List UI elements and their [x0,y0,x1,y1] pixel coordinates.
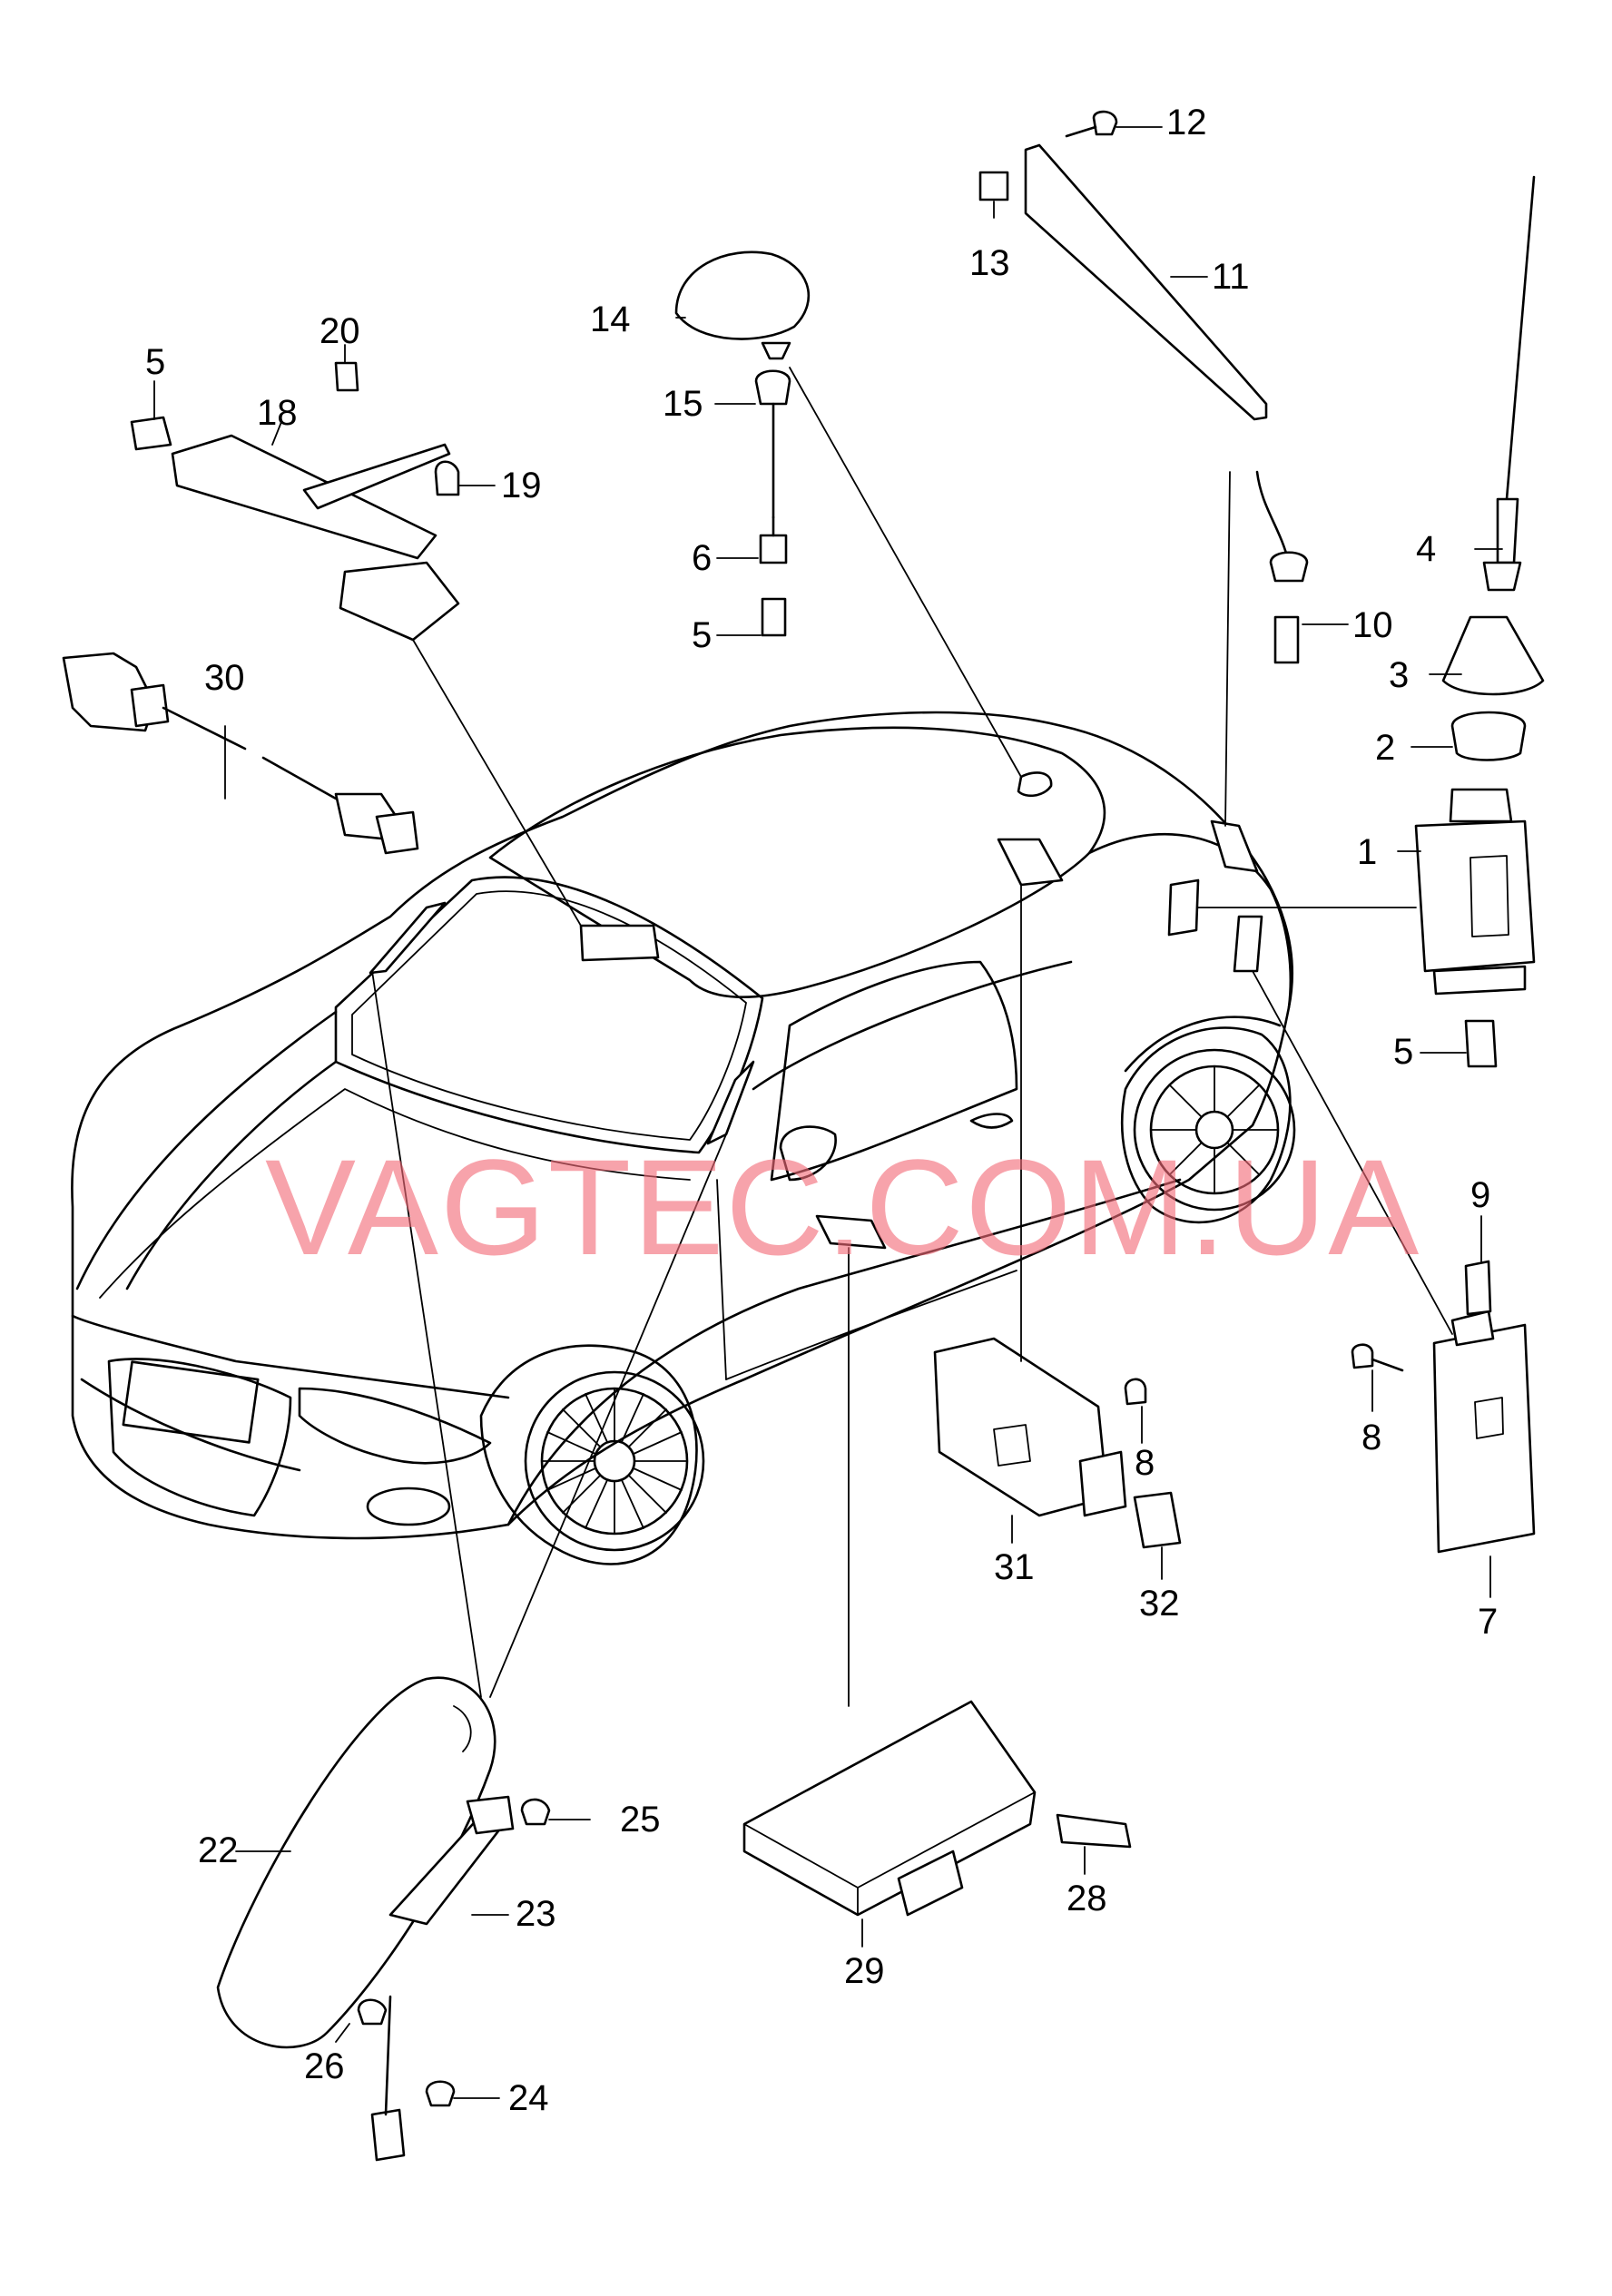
control-unit-31 [933,1337,1182,1549]
callout-labels: 1 2 3 4 5 5 5 6 7 8 8 9 10 11 12 13 14 1… [145,103,1498,2118]
callout-12: 12 [1166,103,1207,142]
callout-19: 19 [501,466,542,505]
callout-26: 26 [304,2046,345,2086]
callout-11: 11 [1212,257,1250,297]
callout-8a: 8 [1135,1443,1155,1483]
callout-24: 24 [508,2078,549,2118]
bracket-22 [216,1676,551,2162]
callout-8b: 8 [1361,1418,1381,1457]
callout-3: 3 [1389,655,1409,695]
callout-13: 13 [969,243,1010,283]
callout-4: 4 [1416,529,1436,569]
callout-5a: 5 [145,342,165,382]
callout-7: 7 [1478,1602,1498,1642]
control-unit-29 [742,1700,1132,1917]
callout-29: 29 [844,1951,885,1991]
roof-antenna-14 [674,250,811,637]
callout-25: 25 [620,1800,661,1840]
callout-5b: 5 [692,615,712,655]
callout-9: 9 [1470,1175,1490,1215]
callout-28: 28 [1066,1879,1107,1918]
callout-22: 22 [198,1830,239,1870]
callout-15: 15 [663,384,703,424]
callout-31: 31 [994,1547,1035,1587]
cable-30 [62,652,419,855]
callout-5c: 5 [1393,1032,1413,1072]
car-illustration [71,711,1296,1565]
callout-14: 14 [590,299,631,339]
wire-set-11 [978,110,1309,664]
mast-antenna-1-4 [1414,175,1545,1068]
callout-2: 2 [1375,728,1395,768]
callout-23: 23 [516,1894,556,1934]
leader-lines [153,126,1503,2099]
callout-6: 6 [692,538,712,578]
callout-20: 20 [319,311,360,351]
callout-30: 30 [204,658,245,698]
antenna-amplifier-18 [130,361,460,642]
control-unit-7 [1351,1260,1536,1554]
callout-32: 32 [1139,1584,1180,1624]
watermark-text: VAGTEC.COM.UA [265,1131,1420,1283]
callout-18: 18 [257,393,298,433]
callout-1: 1 [1357,832,1377,872]
callout-10: 10 [1352,605,1393,645]
